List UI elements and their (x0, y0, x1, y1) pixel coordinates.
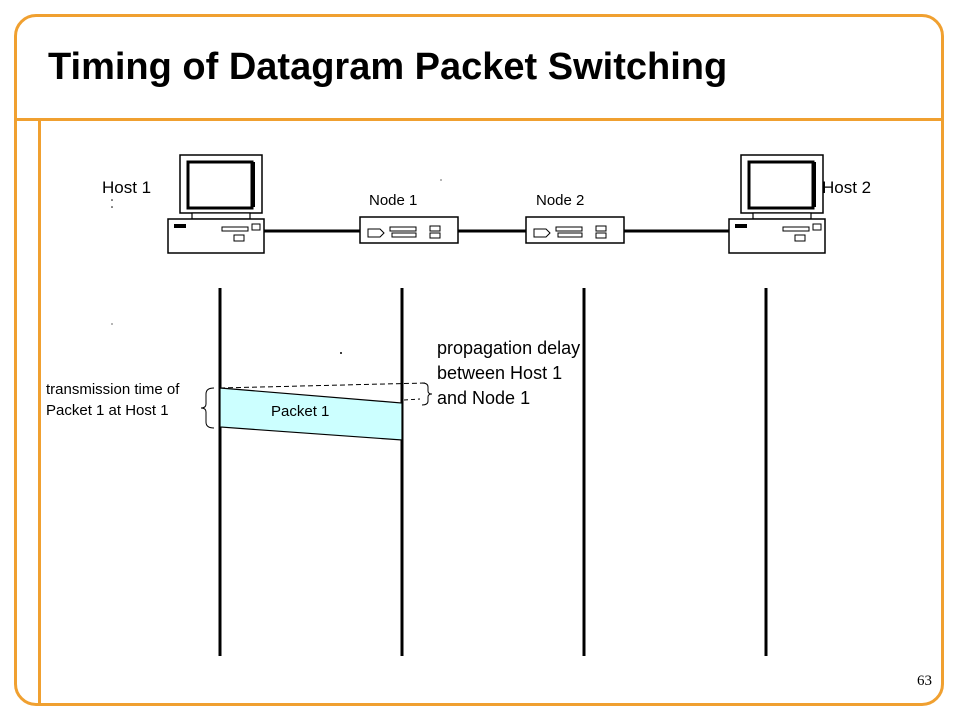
page-number: 63 (917, 673, 932, 689)
title-divider (14, 118, 944, 121)
slide-title: Timing of Datagram Packet Switching (48, 46, 728, 88)
packet1-band (219, 387, 403, 441)
transmission-time-note: transmission time of Packet 1 at Host 1 (46, 381, 180, 419)
node1-label: Node 1 (369, 192, 418, 209)
host2-label: Host 2 (822, 178, 872, 197)
propagation-dashed-line (219, 382, 426, 389)
propagation-brace-icon (421, 382, 433, 406)
node2-label: Node 2 (536, 192, 585, 209)
packet1-label: Packet 1 (271, 403, 330, 420)
side-divider (38, 121, 41, 706)
node2-switch-icon (525, 216, 625, 244)
propagation-dashed-line-2 (403, 398, 421, 401)
host1-label: Host 1 (102, 178, 152, 197)
propagation-delay-note: propagation delay between Host 1 and Nod… (437, 338, 581, 408)
slide-frame (14, 14, 944, 706)
host1-computer-icon (167, 154, 265, 254)
host2-computer-icon (728, 154, 826, 254)
transmission-brace-icon (200, 387, 215, 429)
node1-switch-icon (359, 216, 459, 244)
